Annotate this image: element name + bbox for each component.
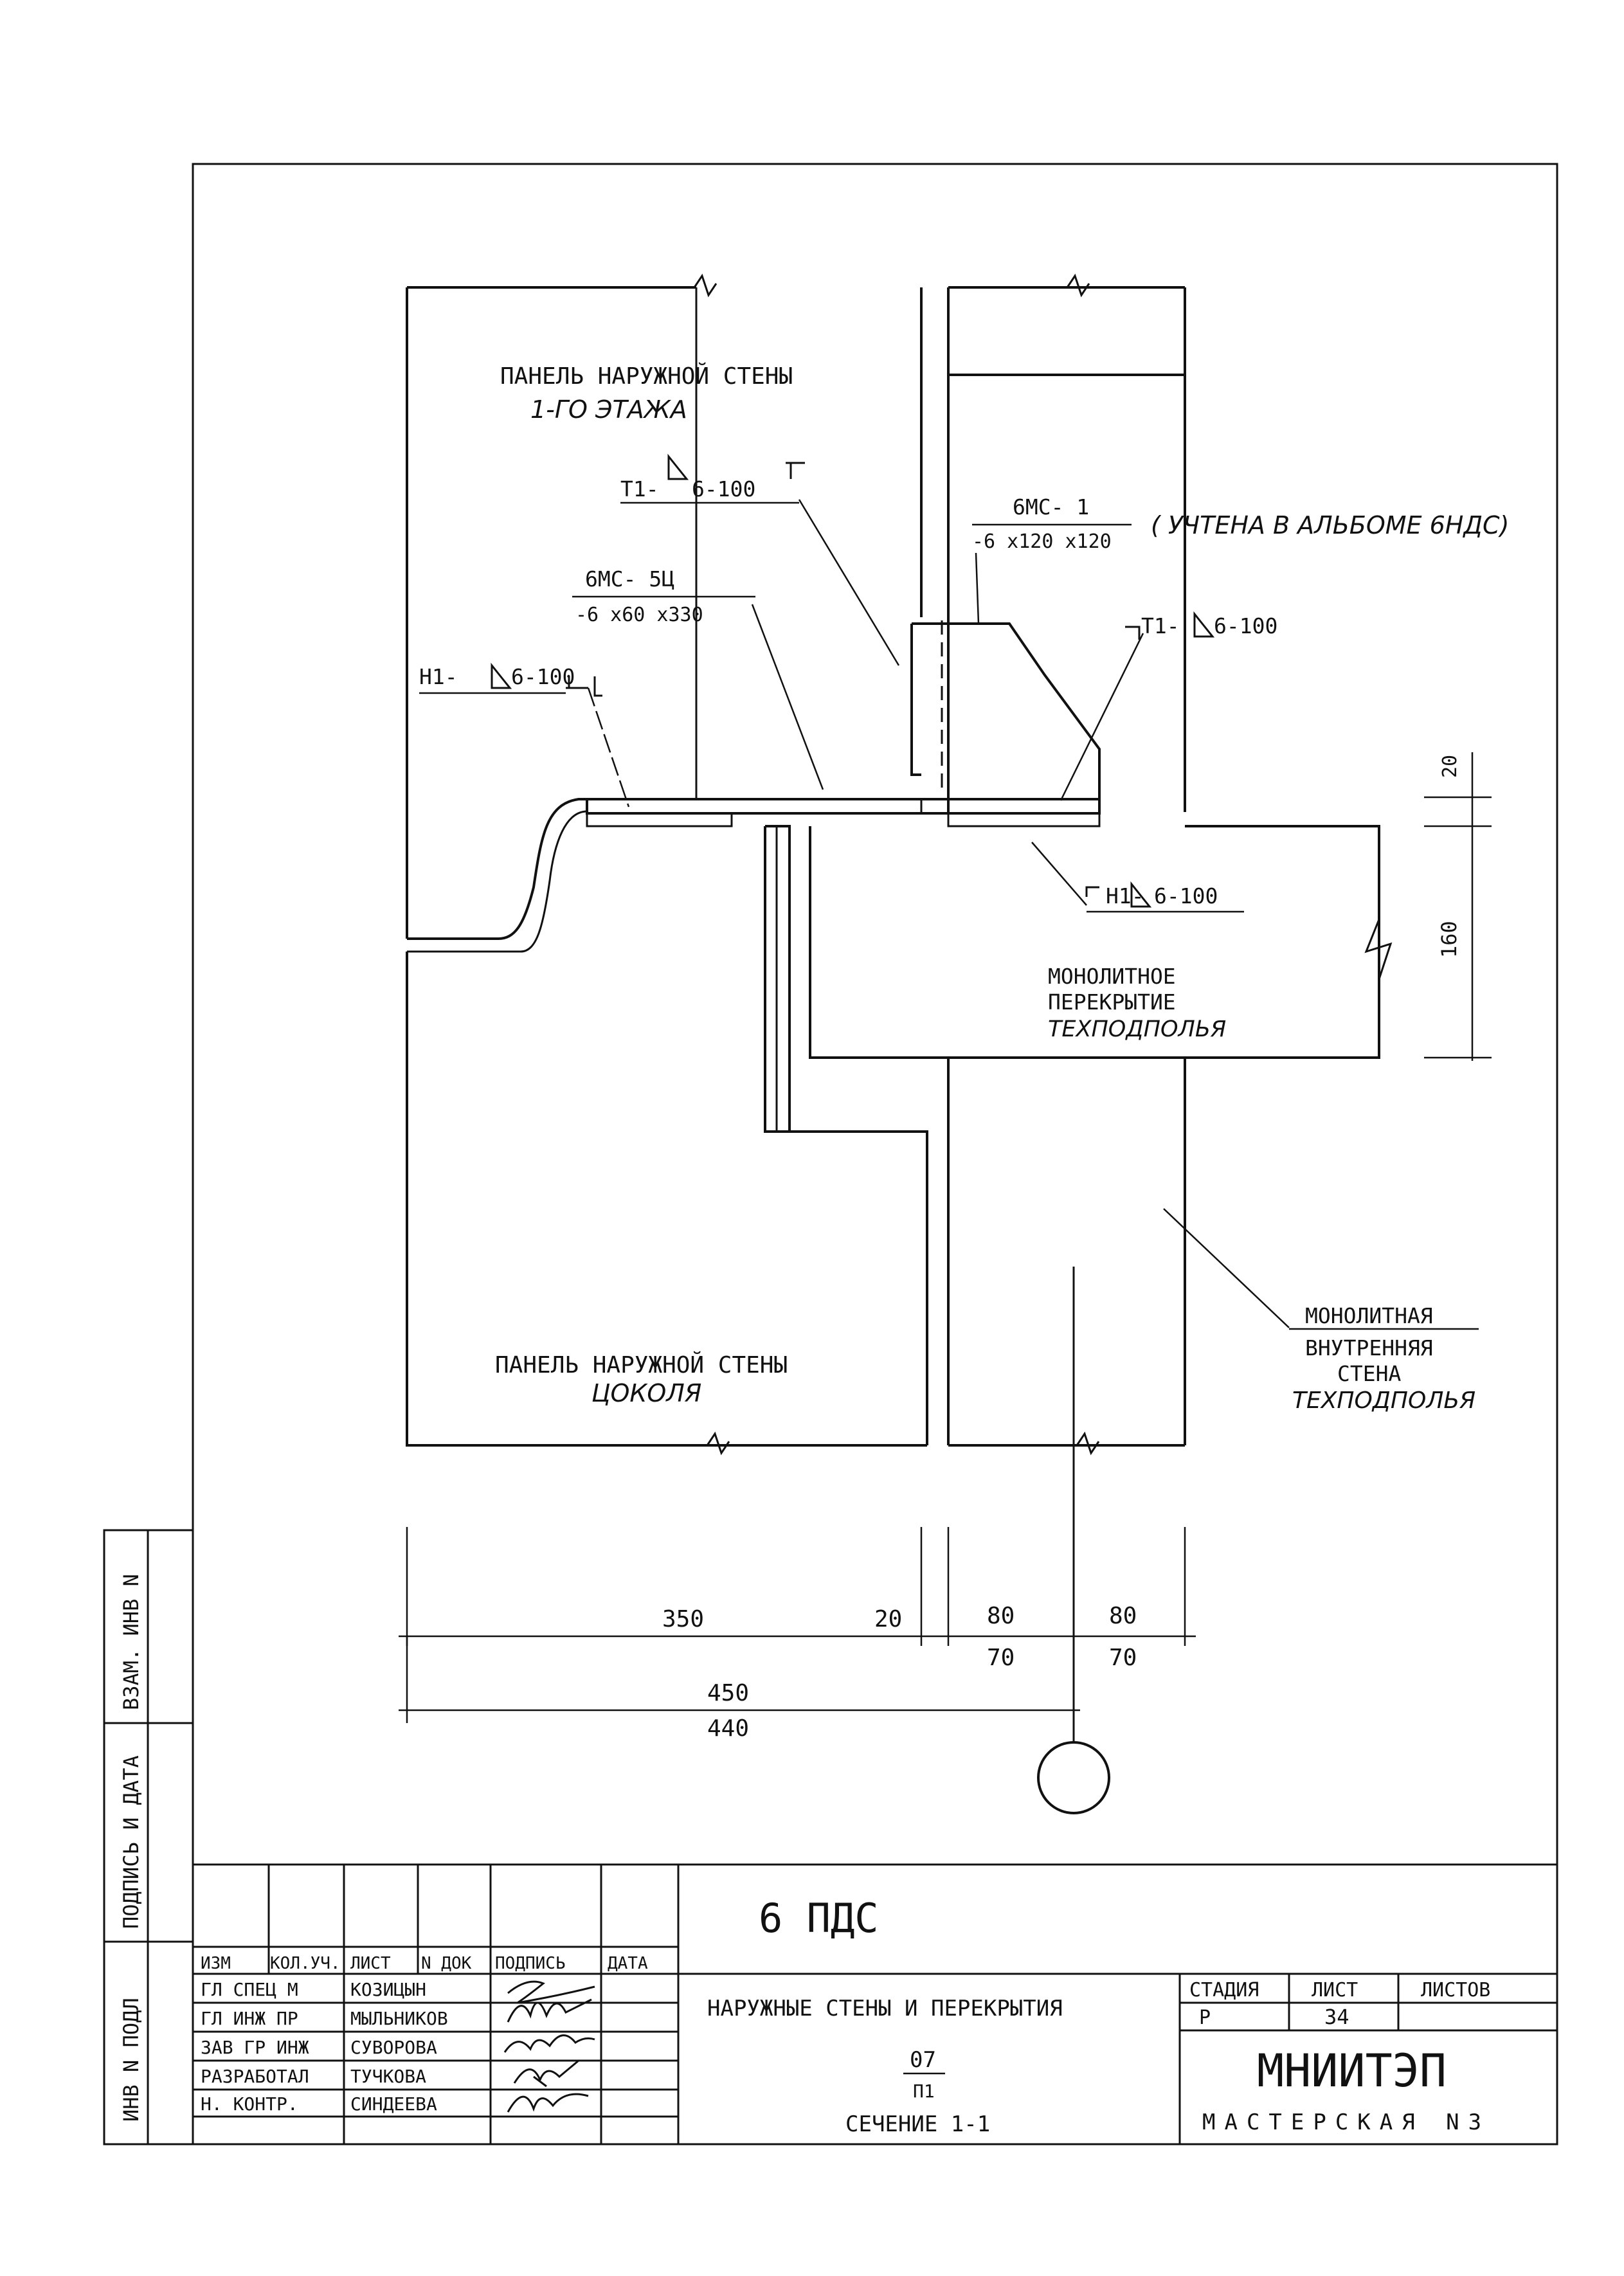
label-weld-h1-right: Н1- — [1106, 883, 1144, 908]
header-col-kol-uch: КОЛ.УЧ. — [270, 1954, 341, 1973]
label-plate-1-mark: 6МС- 1 — [1013, 494, 1089, 519]
drawing-frame — [192, 163, 1558, 2145]
header-col-n-dok: N ДОК — [421, 1954, 472, 1973]
sheet-label: ЛИСТ — [1312, 1979, 1358, 2001]
weld-triangle-icon — [1130, 881, 1152, 908]
label-wall-1: МОНОЛИТНАЯ — [1305, 1303, 1433, 1328]
staff-name: ТУЧКОВА — [350, 2066, 426, 2087]
dimension-20-horizontal: 20 — [874, 1606, 902, 1632]
staff-role: ГЛ СПЕЦ М — [201, 1979, 298, 2000]
weld-triangle-icon — [491, 662, 512, 689]
label-weld-h1-right-size: 6-100 — [1154, 883, 1218, 908]
staff-role: Н. КОНТР. — [201, 2093, 298, 2115]
label-plate-1-note: ( УЧТЕНА В АЛЬБОМЕ 6НДС) — [1151, 511, 1509, 539]
staff-role: РАЗРАБОТАЛ — [201, 2066, 309, 2087]
dimension-80-right: 80 — [1109, 1603, 1137, 1629]
organization-name: МНИИТЭП — [1257, 2045, 1447, 2097]
dimension-20-vertical: 20 — [1439, 755, 1461, 778]
label-wall-2: ВНУТРЕННЯЯ — [1305, 1335, 1433, 1360]
sheet-title: НАРУЖНЫЕ СТЕНЫ И ПЕРЕКРЫТИЯ — [707, 1996, 1063, 2021]
dimension-70-right: 70 — [1109, 1645, 1137, 1671]
label-weld-t1-left-size: 6-100 — [692, 476, 755, 501]
label-weld-t1-right-size: 6-100 — [1214, 613, 1277, 638]
section-label: СЕЧЕНИЕ 1-1 — [845, 2111, 990, 2137]
dimension-160: 160 — [1437, 921, 1461, 958]
weld-triangle-icon — [667, 453, 689, 480]
label-slab-1: МОНОЛИТНОЕ — [1048, 964, 1176, 989]
label-weld-h1-left-size: 6-100 — [511, 664, 575, 689]
label-weld-t1-left: Т1- — [620, 476, 659, 501]
upper-panel-outline — [406, 286, 696, 939]
fraction-numerator: 07 — [910, 2047, 936, 2073]
label-panel-top-2: 1-ГО ЭТАЖА — [530, 395, 687, 424]
staff-name: СИНДЕЕВА — [350, 2093, 437, 2115]
fraction-denominator: П1 — [913, 2081, 935, 2102]
side-stamp-podpis: ПОДПИСЬ И ДАТА — [119, 1755, 143, 1929]
signature-mark — [507, 1998, 592, 2023]
staff-role: ГЛ ИНЖ ПР — [201, 2008, 298, 2029]
header-col-izm: ИЗМ — [201, 1954, 231, 1973]
drawing-code: 6 ПДС — [759, 1895, 879, 1942]
joint-seam — [407, 798, 921, 940]
section-drawing — [399, 273, 1492, 1814]
label-plate-1-size: -6 х120 х120 — [972, 530, 1112, 553]
title-block: 6 ПДС ИЗМ КОЛ.УЧ. ЛИСТ N ДОК ПОДПИСЬ ДАТ… — [201, 1895, 1490, 2137]
header-col-data: ДАТА — [608, 1954, 648, 1973]
dimension-70-left: 70 — [987, 1645, 1015, 1671]
plate-6mc5 — [586, 798, 1101, 815]
label-panel-bottom-1: ПАНЕЛЬ НАРУЖНОЙ СТЕНЫ — [495, 1351, 788, 1378]
stage-value: Р — [1199, 2007, 1211, 2029]
label-wall-4: ТЕХПОДПОЛЬЯ — [1292, 1387, 1475, 1414]
signature-mark — [513, 2059, 579, 2088]
label-weld-h1-left: Н1- — [419, 664, 458, 689]
signature-mark — [507, 1980, 595, 2004]
label-panel-bottom-2: ЦОКОЛЯ — [591, 1379, 701, 1407]
stage-label: СТАДИЯ — [1189, 1979, 1259, 2001]
plate-6mc1 — [912, 622, 1101, 799]
staff-name: МЫЛЬНИКОВ — [350, 2008, 448, 2029]
label-slab-3: ТЕХПОДПОЛЬЯ — [1048, 1016, 1226, 1042]
header-col-podpis: ПОДПИСЬ — [495, 1954, 566, 1973]
label-plate-5-mark: 6МС- 5Ц — [585, 566, 674, 592]
dimension-350: 350 — [662, 1606, 704, 1632]
title-block-grid — [193, 1863, 1557, 2144]
staff-name: СУВОРОВА — [350, 2037, 437, 2058]
axis-bubble — [1037, 1741, 1110, 1814]
label-plate-5-size: -6 х60 х330 — [575, 604, 703, 626]
lower-panel-outline — [406, 952, 927, 1447]
dimension-440: 440 — [707, 1715, 749, 1742]
dimension-80-left: 80 — [987, 1603, 1015, 1629]
sheet-value: 34 — [1324, 2005, 1349, 2029]
side-stamp-vzam: ВЗАМ. ИНВ N — [119, 1574, 143, 1710]
weld-triangle-icon — [1193, 611, 1215, 638]
signature-mark — [507, 2093, 589, 2113]
label-panel-top-1: ПАНЕЛЬ НАРУЖНОЙ СТЕНЫ — [500, 363, 793, 390]
side-stamp-inv-podl: ИНВ N ПОДЛ — [119, 1998, 143, 2122]
header-col-list: ЛИСТ — [350, 1954, 391, 1973]
workshop-name: МАСТЕРСКАЯ N3 — [1202, 2109, 1490, 2135]
staff-role: ЗАВ ГР ИНЖ — [201, 2037, 309, 2058]
label-weld-t1-right: Т1- — [1141, 613, 1180, 638]
label-wall-3: СТЕНА — [1337, 1361, 1401, 1386]
label-slab-2: ПЕРЕКРЫТИЕ — [1048, 989, 1176, 1015]
signatures — [503, 1980, 595, 2113]
staff-name: КОЗИЦЫН — [350, 1979, 426, 2000]
sheets-label: ЛИСТОВ — [1421, 1979, 1490, 2001]
dimension-450: 450 — [707, 1680, 749, 1706]
signature-mark — [503, 2034, 595, 2053]
weld-symbols — [491, 453, 1215, 908]
monolithic-slab — [809, 825, 1380, 1059]
side-stamp: ВЗАМ. ИНВ N ПОДПИСЬ И ДАТА ИНВ N ПОДЛ — [119, 1574, 143, 2122]
